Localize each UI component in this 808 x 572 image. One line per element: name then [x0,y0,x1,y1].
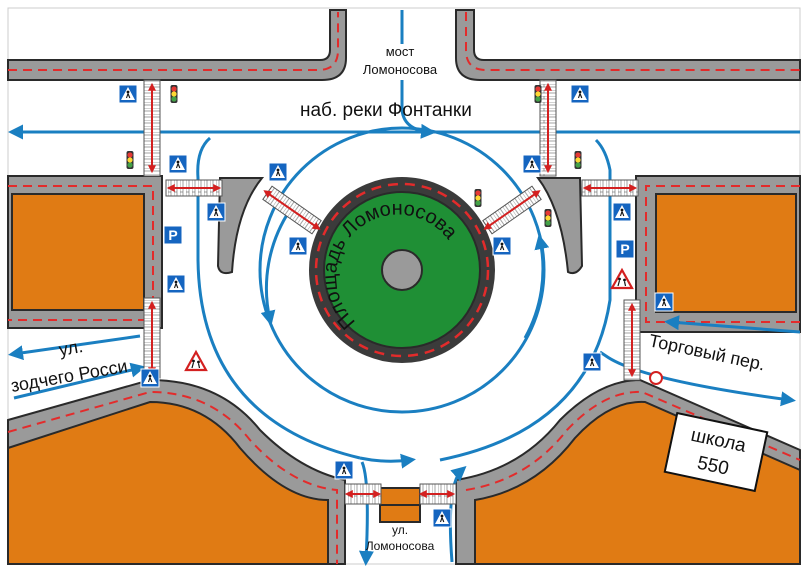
svg-text:P: P [620,241,629,257]
lomonosova-street-line1: ул. [392,523,408,537]
school-label: школа 550 [663,411,769,493]
pedestrian-crossing-sign-icon [334,460,354,480]
no-vehicles-sign-icon [649,371,663,385]
pedestrian-crossing-sign-icon [168,154,188,174]
splitter-island-left [216,177,265,275]
pedestrian-crossing-sign-icon [582,352,602,372]
pedestrian-crossing-sign-icon [570,84,590,104]
pedestrian-routes [148,82,638,498]
pedestrian-crossing-sign-icon [140,368,160,388]
zodchego-label-line1: ул. [57,336,84,360]
bridge-label-line1: мост [386,44,415,59]
lomonosova-street-line2: Ломоносова [366,539,435,553]
pedestrian-crossing-sign-icon [206,202,226,222]
bridge-label-line2: Ломоносова [363,62,438,77]
central-monument [381,249,423,291]
svg-text:P: P [168,227,177,243]
embankment-label: наб. реки Фонтанки [300,100,472,121]
pedestrian-crossing-sign-icon [654,292,674,312]
traffic-light-icon [544,209,552,227]
traffic-light-icon [534,85,542,103]
pedestrian-crossing-sign-icon [118,84,138,104]
sidewalk-top-right [455,9,801,81]
traffic-light-icon [474,189,482,207]
pedestrian-crossing-sign-icon [288,236,308,256]
pedestrian-crossing-sign-icon [432,508,452,528]
splitter-island-right [536,177,584,275]
pedestrian-crossing-sign-icon [612,202,632,222]
sidewalk-top-left [7,9,347,81]
parking-sign-icon: P [163,225,183,245]
pedestrian-crossing-sign-icon [522,154,542,174]
traffic-light-icon [126,151,134,169]
pedestrian-crossing-sign-icon [166,274,186,294]
pedestrian-crossing-sign-icon [268,162,288,182]
parking-sign-icon: P [615,239,635,259]
pedestrian-crossing-sign-icon [492,236,512,256]
traffic-light-icon [170,85,178,103]
traffic-light-icon [574,151,582,169]
